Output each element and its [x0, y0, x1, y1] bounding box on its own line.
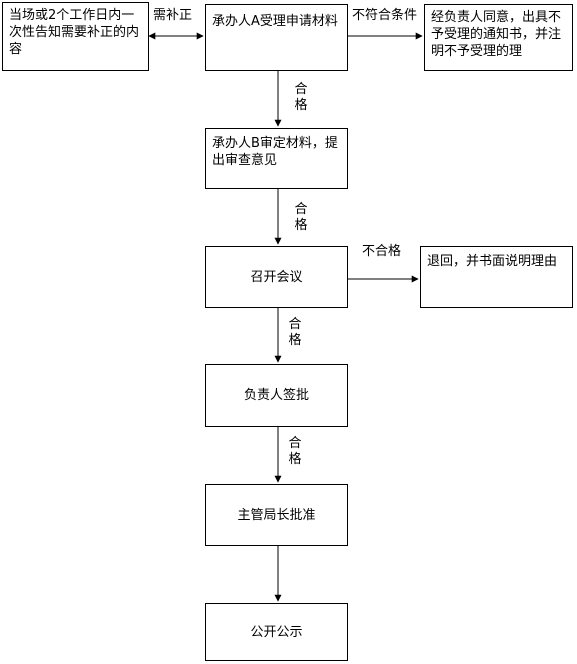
publicize-box: 公开公示 [205, 603, 348, 661]
accept-box: 承办人A受理申请材料 [205, 4, 348, 71]
head-approve-box: 负责人签批 [205, 364, 348, 427]
meeting-box: 召开会议 [205, 246, 348, 308]
need-fix-label: 需补正 [153, 8, 193, 23]
return-notice-box: 退回，并书面说明理由 [420, 246, 573, 308]
pass-label-1: 合格 [294, 82, 308, 113]
review-box: 承办人B审定材料，提出审查意见 [205, 128, 348, 189]
pass-label-3: 合格 [288, 317, 302, 348]
pass-label-2: 合格 [294, 202, 308, 233]
left-notice-box: 当场或2个工作日内一次性告知需要补正的内容 [2, 2, 149, 71]
not-meet-label: 不符合条件 [352, 8, 418, 23]
fail-label: 不合格 [362, 244, 402, 259]
pass-label-4: 合格 [288, 436, 302, 467]
bureau-approve-box: 主管局长批准 [205, 484, 348, 546]
reject-notice-box: 经负责人同意，出具不予受理的通知书，并注明不予受理的理 [424, 4, 573, 71]
